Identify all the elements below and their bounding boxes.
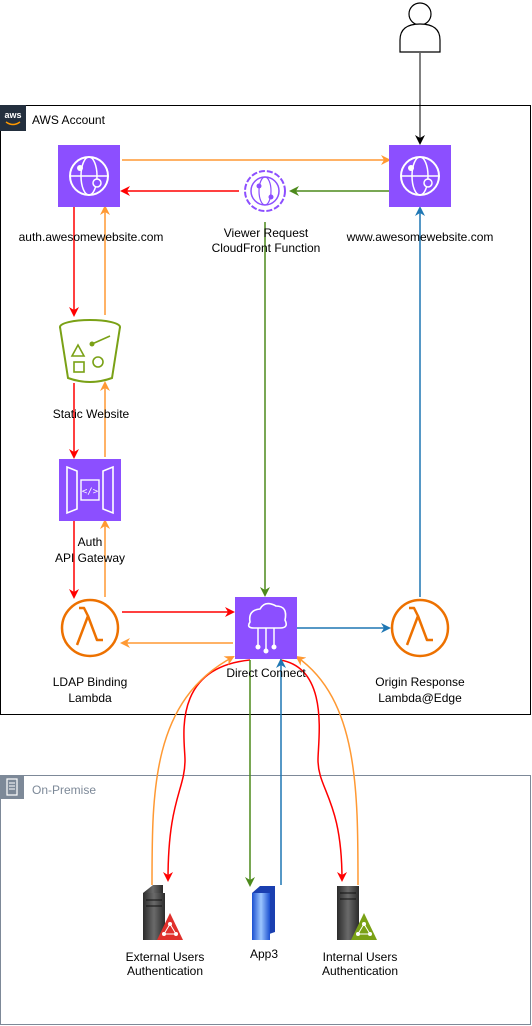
edge-dc-to-int-auth bbox=[279, 659, 347, 882]
app3-server-icon bbox=[252, 886, 275, 940]
ext-auth-label-line1: External Users bbox=[126, 950, 205, 964]
origin-lambda-label-line1: Origin Response bbox=[375, 675, 465, 689]
api-gateway-icon: </> bbox=[59, 459, 121, 521]
int-auth-label-line1: Internal Users bbox=[323, 950, 398, 964]
edge-ext-auth-to-dc bbox=[151, 656, 235, 886]
edges bbox=[69, 53, 425, 887]
s3-label: Static Website bbox=[53, 407, 130, 421]
ldap-lambda-label-line1: LDAP Binding bbox=[53, 675, 128, 689]
svg-text:</>: </> bbox=[82, 487, 99, 497]
cloudfront-function-icon bbox=[244, 170, 286, 212]
www-cloudfront-icon bbox=[389, 145, 451, 207]
on-premise-group: On-Premise bbox=[0, 775, 531, 1025]
ext-auth-label-line2: Authentication bbox=[127, 964, 203, 978]
ldap-lambda-label-line2: Lambda bbox=[68, 691, 112, 705]
api-gateway-label-line1: Auth bbox=[78, 535, 103, 549]
app3-label: App3 bbox=[250, 947, 278, 961]
building-icon bbox=[0, 775, 24, 799]
api-gateway-label-line2: API Gateway bbox=[55, 551, 125, 565]
on-premise-label: On-Premise bbox=[32, 783, 96, 797]
edge-dc-to-ext-auth bbox=[163, 659, 251, 882]
direct-connect-icon bbox=[235, 597, 297, 659]
internal-auth-server-icon bbox=[337, 886, 377, 940]
direct-connect-label: Direct Connect bbox=[226, 666, 306, 680]
aws-logo-text: aws bbox=[4, 110, 21, 120]
origin-lambda-label-line2: Lambda@Edge bbox=[378, 691, 462, 705]
s3-bucket-icon bbox=[59, 319, 121, 383]
www-cloudfront-label: www.awesomewebsite.com bbox=[346, 230, 494, 244]
origin-lambda-icon bbox=[390, 598, 450, 658]
ldap-lambda-icon bbox=[60, 598, 120, 658]
cf-function-label-line2: CloudFront Function bbox=[212, 241, 321, 255]
edge-int-auth-to-dc bbox=[295, 655, 359, 886]
auth-cloudfront-label: auth.awesomewebsite.com bbox=[19, 230, 164, 244]
aws-account-label: AWS Account bbox=[32, 113, 106, 127]
cf-function-label-line1: Viewer Request bbox=[224, 226, 309, 240]
auth-cloudfront-icon bbox=[58, 145, 120, 207]
aws-logo-icon: aws bbox=[0, 105, 26, 131]
user-icon bbox=[399, 2, 441, 53]
external-auth-server-icon bbox=[143, 885, 183, 940]
int-auth-label-line2: Authentication bbox=[322, 964, 398, 978]
aws-account-group: aws AWS Account bbox=[0, 105, 531, 715]
